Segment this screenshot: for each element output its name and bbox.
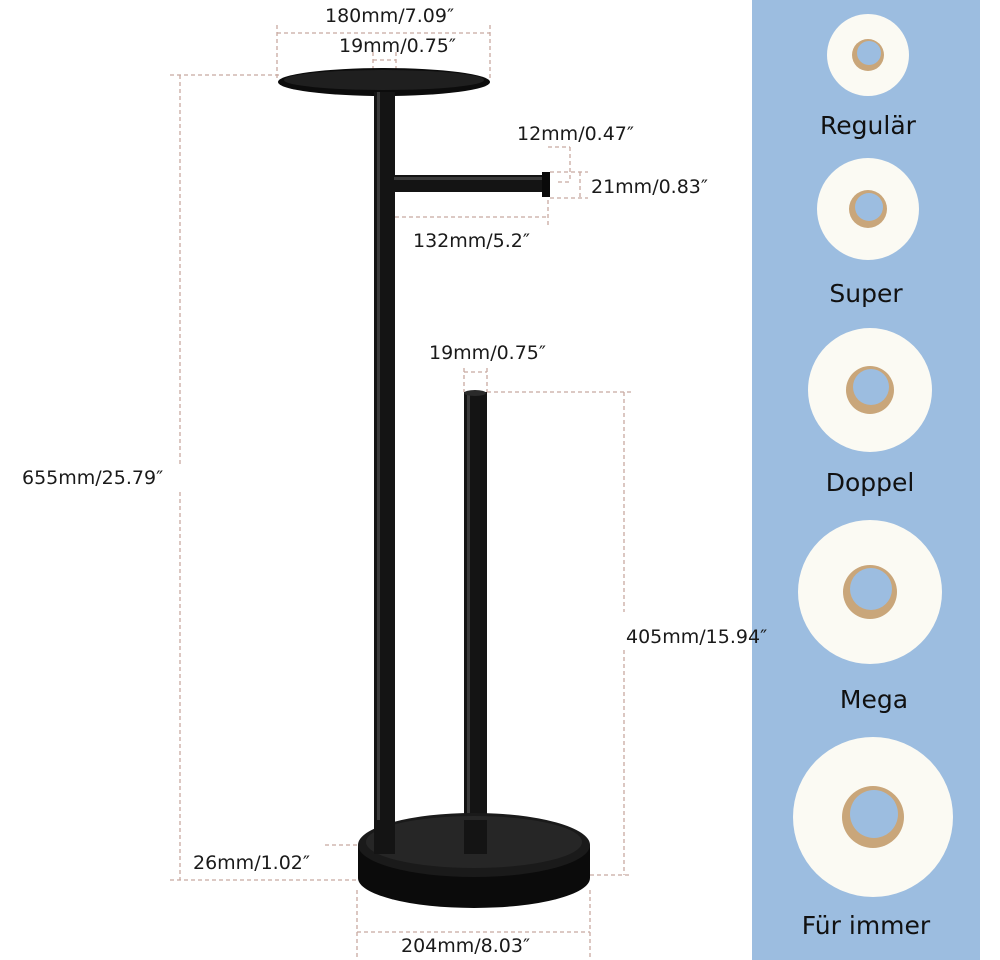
arm-end-cap [542,172,550,197]
roll-fuer-immer: Für immer [793,737,953,940]
roll-mega: Mega [798,520,942,714]
dimension-lines [170,25,632,958]
roll-super: Super [817,158,919,308]
label-base-diameter: 204mm/8.03″ [401,935,530,957]
label-spare-post-height: 405mm/15.94″ [626,626,767,648]
toilet-paper-stand [278,68,590,908]
label-base-height: 26mm/1.02″ [193,852,310,874]
roll-label-fuer-immer: Für immer [802,911,931,940]
label-total-height: 655mm/25.79″ [22,467,163,489]
roll-label-doppel: Doppel [826,468,915,497]
roll-label-super: Super [829,279,903,308]
label-spare-post-diameter: 19mm/0.75″ [429,342,546,364]
roll-label-mega: Mega [840,685,908,714]
label-arm-end-diameter: 21mm/0.83″ [591,176,708,198]
label-arm-end-thickness: 12mm/0.47″ [517,123,634,145]
label-arm-length: 132mm/5.2″ [413,230,530,252]
roll-regular: Regulär [820,14,917,140]
label-post-diameter-top: 19mm/0.75″ [339,35,456,57]
roll-label-regular: Regulär [820,111,917,140]
label-plate-diameter: 180mm/7.09″ [325,5,454,27]
roll-doppel: Doppel [808,328,932,497]
